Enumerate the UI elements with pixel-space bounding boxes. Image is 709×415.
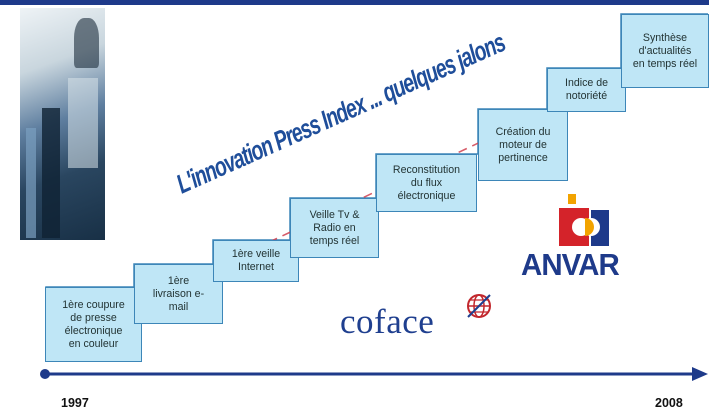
coface-logo-text: coface xyxy=(340,302,435,341)
milestone-3-label: 1ère veille Internet xyxy=(231,248,281,273)
top-bar xyxy=(0,0,709,5)
milestone-5-label: Reconstitution du flux électronique xyxy=(392,163,461,202)
milestone-6-label: Création du moteur de pertinence xyxy=(495,125,551,164)
milestone-3: 1ère veille Internet xyxy=(213,240,299,282)
milestone-7: Indice de notoriété xyxy=(547,68,626,112)
timeline-end-year: 2008 xyxy=(655,396,683,410)
coface-globe-icon xyxy=(467,294,491,318)
milestone-6: Création du moteur de pertinence xyxy=(478,109,568,181)
milestone-4: Veille Tv & Radio en temps réel xyxy=(290,198,379,258)
timeline-start-year: 1997 xyxy=(61,396,89,410)
decorative-photo xyxy=(20,8,105,240)
milestone-1: 1ère coupure de presse électronique en c… xyxy=(45,287,142,362)
anvar-logo-text: ANVAR xyxy=(521,247,620,282)
milestone-2-label: 1ère livraison e- mail xyxy=(152,274,205,313)
milestone-7-label: Indice de notoriété xyxy=(565,77,608,102)
milestone-5: Reconstitution du flux électronique xyxy=(376,154,477,212)
milestone-8: Synthèse d'actualités en temps réel xyxy=(621,14,709,88)
timeline-arrow xyxy=(40,367,708,381)
milestone-4-label: Veille Tv & Radio en temps réel xyxy=(309,208,360,247)
anvar-emblem-icon xyxy=(559,194,609,246)
milestone-8-label: Synthèse d'actualités en temps réel xyxy=(632,31,698,70)
milestone-2: 1ère livraison e- mail xyxy=(134,264,223,324)
milestone-1-label: 1ère coupure de presse électronique en c… xyxy=(62,298,125,350)
